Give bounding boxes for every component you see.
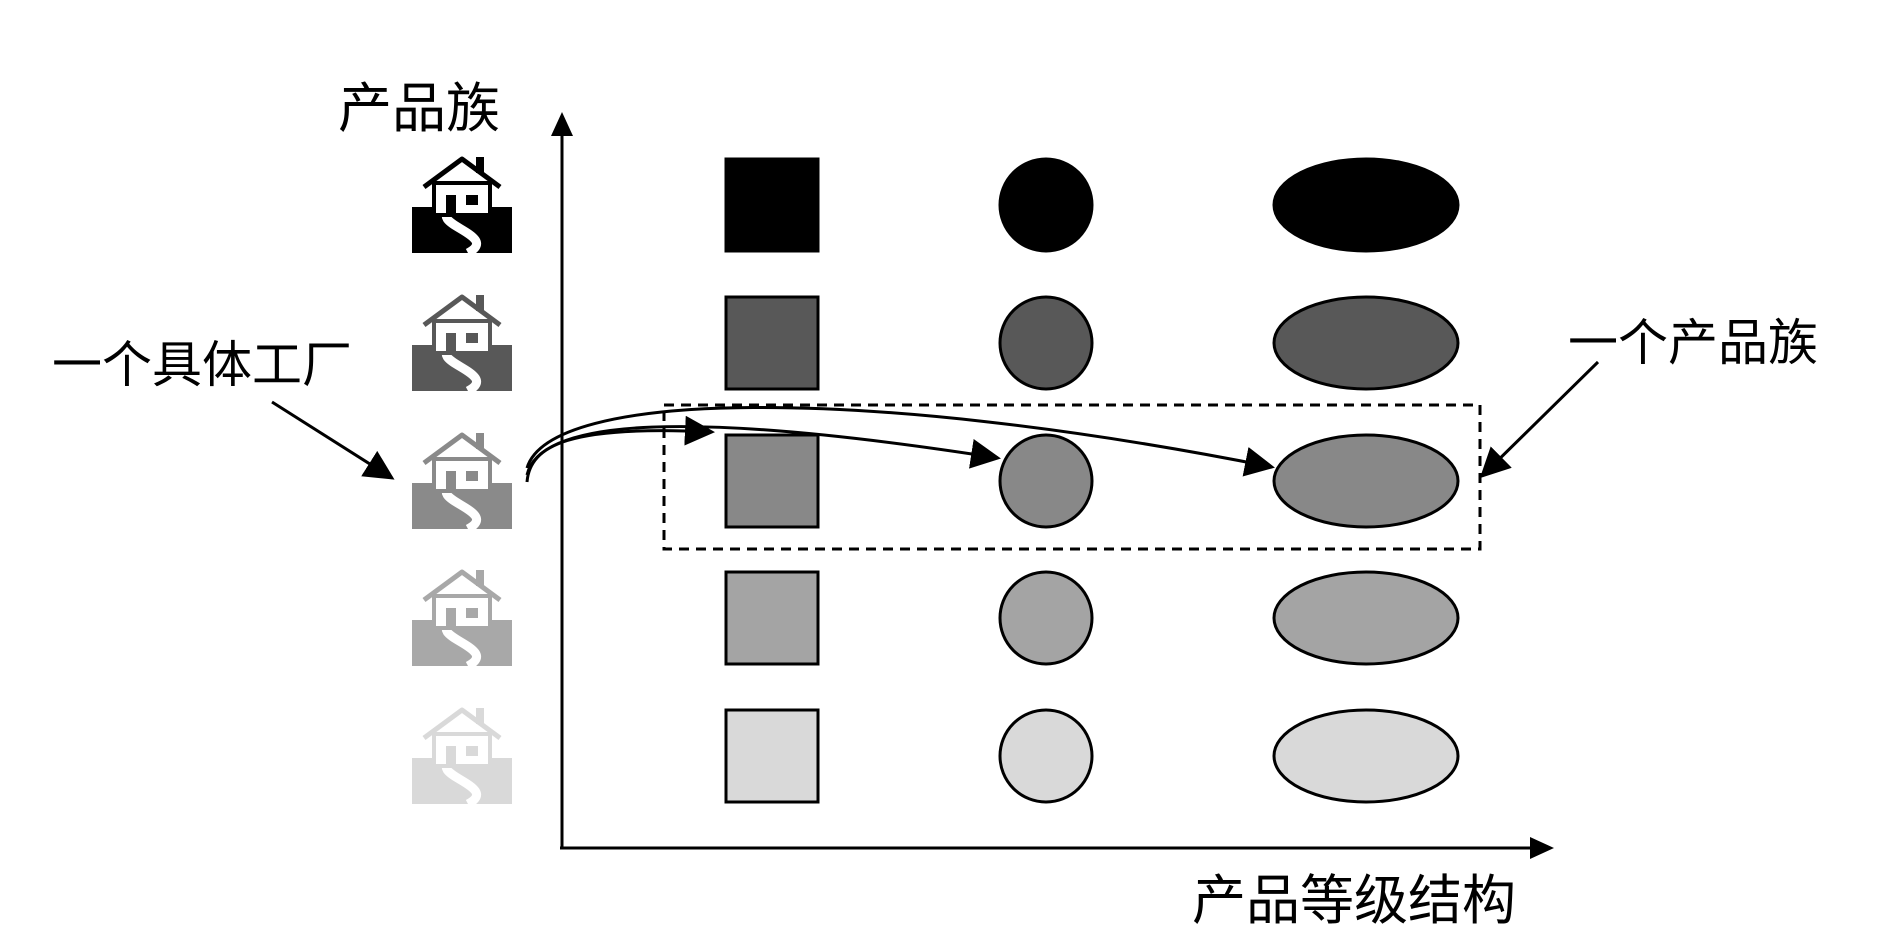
family-annotation-label: 一个产品族 (1568, 314, 1818, 372)
factory-house-icon-row-5 (412, 707, 512, 808)
product-circle-row-1 (998, 157, 1094, 253)
product-ellipse-row-2 (1272, 295, 1460, 391)
factory-icons (412, 156, 512, 808)
product-square-row-3 (724, 433, 820, 529)
family-pointer-arrow (1479, 360, 1600, 479)
product-circle-row-5 (998, 708, 1094, 804)
factory-annotation-label: 一个具体工厂 (52, 336, 352, 394)
x-axis-arrowhead (1530, 837, 1554, 859)
product-circle-row-2 (998, 295, 1094, 391)
y-axis-label: 产品族 (338, 77, 500, 140)
y-axis-arrowhead (551, 112, 573, 136)
factory-to-ellipse-arrow (525, 405, 1275, 477)
product-grid (724, 157, 1460, 804)
product-square-row-4 (724, 570, 820, 666)
x-axis-label: 产品等级结构 (1192, 869, 1516, 932)
factory-house-icon-row-2 (412, 294, 512, 395)
product-square-row-2 (724, 295, 820, 391)
product-ellipse-row-5 (1272, 708, 1460, 804)
product-ellipse-row-4 (1272, 570, 1460, 666)
factory-pointer-arrow (271, 400, 395, 480)
product-ellipse-row-1 (1272, 157, 1460, 253)
product-square-row-1 (724, 157, 820, 253)
factory-to-circle-arrow (525, 425, 1001, 476)
factory-house-icon-row-1 (412, 156, 512, 257)
product-ellipse-row-3 (1272, 433, 1460, 529)
factory-house-icon-row-4 (412, 569, 512, 670)
product-circle-row-3 (998, 433, 1094, 529)
product-circle-row-4 (998, 570, 1094, 666)
factory-house-icon-row-3 (412, 432, 512, 533)
product-square-row-5 (724, 708, 820, 804)
